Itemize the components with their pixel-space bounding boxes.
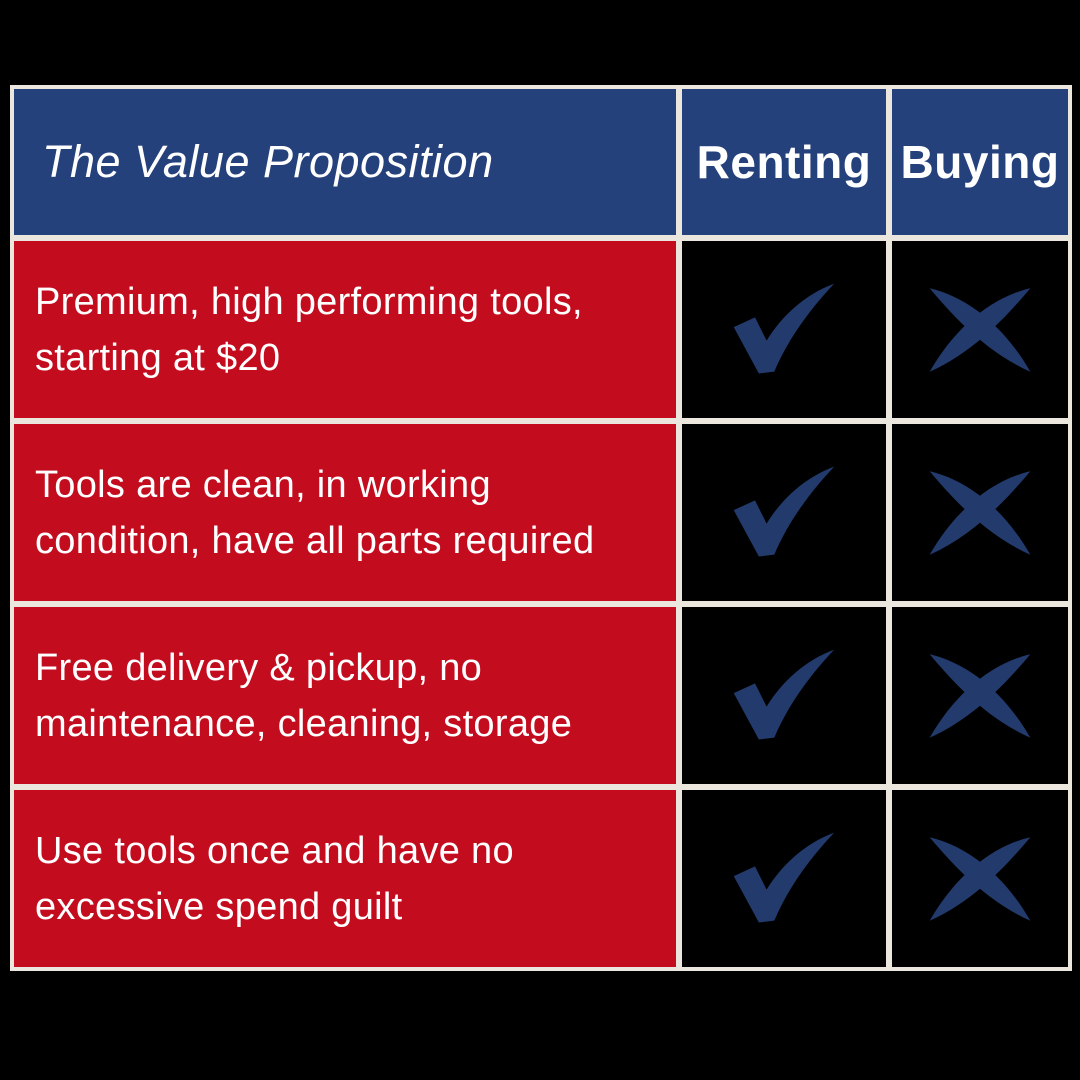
table-row-label: Premium, high performing tools, starting… (14, 241, 676, 418)
table-row-label: Use tools once and have no excessive spe… (14, 790, 676, 967)
check-icon (733, 649, 835, 739)
buying-mark-cell (892, 424, 1068, 601)
table-header-renting-cell: Renting (682, 89, 886, 235)
table-header-buying-cell: Buying (892, 89, 1068, 235)
cross-icon (929, 287, 1031, 372)
renting-mark-cell (682, 424, 886, 601)
check-icon (733, 832, 835, 922)
row-text: Premium, high performing tools, starting… (35, 280, 583, 379)
buying-mark-cell (892, 241, 1068, 418)
cross-icon (929, 836, 1031, 921)
cross-icon (929, 470, 1031, 555)
column-header-buying: Buying (900, 136, 1060, 188)
row-text: Use tools once and have no excessive spe… (35, 829, 514, 928)
row-text: Free delivery & pickup, no maintenance, … (35, 646, 573, 745)
table-header-title-cell: The Value Proposition (14, 89, 676, 235)
cross-icon (929, 653, 1031, 738)
table-row-label: Tools are clean, in working condition, h… (14, 424, 676, 601)
comparison-table: The Value Proposition Renting Buying Pre… (10, 85, 1072, 971)
renting-mark-cell (682, 241, 886, 418)
table-title: The Value Proposition (42, 136, 494, 187)
buying-mark-cell (892, 607, 1068, 784)
renting-mark-cell (682, 790, 886, 967)
check-icon (733, 283, 835, 373)
table-row-label: Free delivery & pickup, no maintenance, … (14, 607, 676, 784)
renting-mark-cell (682, 607, 886, 784)
column-header-renting: Renting (696, 136, 872, 188)
buying-mark-cell (892, 790, 1068, 967)
row-text: Tools are clean, in working condition, h… (35, 463, 595, 562)
check-icon (733, 466, 835, 556)
